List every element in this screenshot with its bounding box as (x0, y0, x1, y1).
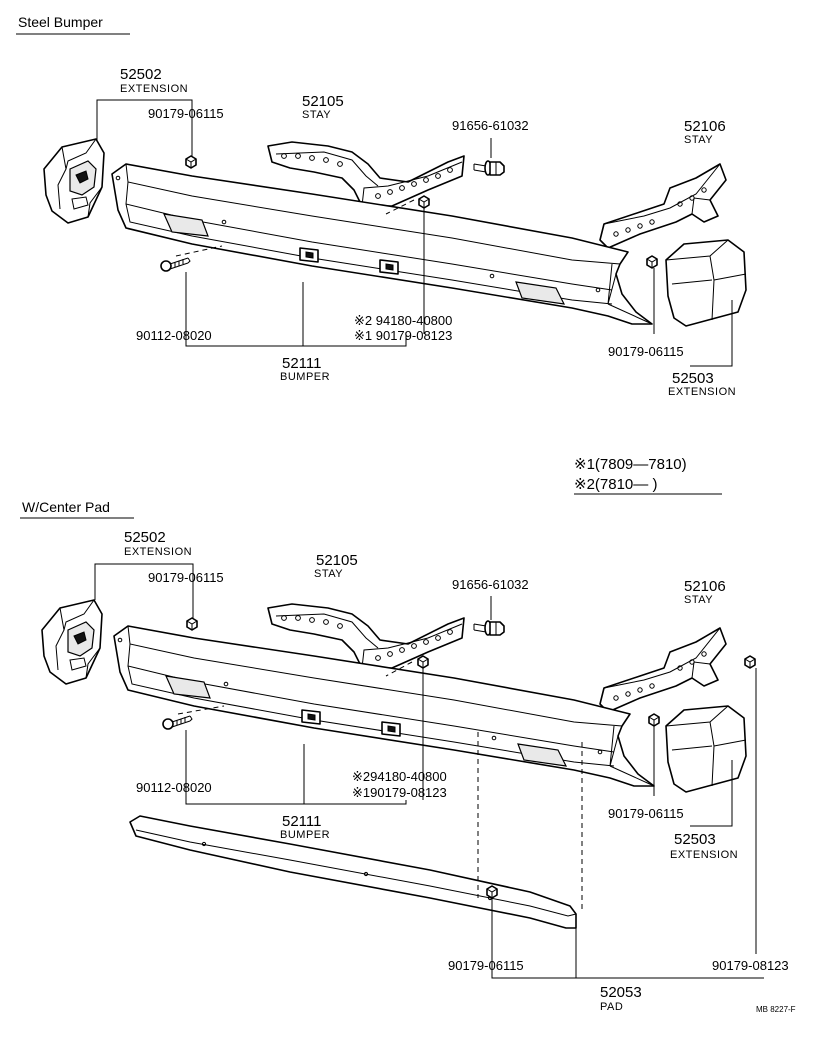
section-steel-bumper: Steel Bumper 52502 EXTENSION 90179-06115… (16, 14, 747, 398)
label-52503: 52503 (674, 831, 716, 848)
label-52502: 52502 (120, 66, 162, 83)
stay-right (599, 163, 727, 249)
label-90179-06115: 90179-06115 (608, 344, 684, 359)
label-94180-40800: ※2 94180-40800 (354, 313, 452, 328)
nut (417, 655, 429, 669)
label-90179-06115: 90179-06115 (148, 106, 224, 121)
nut (486, 885, 498, 899)
screw (162, 715, 193, 730)
extension-right (665, 239, 747, 327)
label-stay: STAY (684, 134, 713, 146)
label-52106: 52106 (684, 118, 726, 135)
label-stay: STAY (684, 594, 713, 606)
label-52105: 52105 (302, 93, 344, 110)
section-center-pad: W/Center Pad 52502 EXTENSION 90179- (20, 499, 789, 1013)
section-title: Steel Bumper (18, 14, 103, 30)
label-91656-61032: 91656-61032 (452, 577, 529, 592)
bolt (473, 620, 505, 636)
bolt (473, 160, 505, 176)
diagram-code: MB 8227-F (756, 1005, 796, 1014)
label-94180-40800: ※294180-40800 (352, 769, 447, 784)
note-1: ※1(7809—7810) (574, 456, 687, 473)
extension-left (41, 599, 103, 685)
label-52105: 52105 (316, 552, 358, 569)
label-52503: 52503 (672, 370, 714, 387)
section-title: W/Center Pad (22, 499, 110, 515)
label-52111: 52111 (282, 355, 322, 372)
label-91656-61032: 91656-61032 (452, 118, 529, 133)
stay-right (599, 627, 727, 713)
label-52106: 52106 (684, 578, 726, 595)
note-2: ※2(7810— ) (574, 476, 657, 493)
nut (648, 713, 660, 727)
label-90179-08123: ※1 90179-08123 (354, 328, 452, 343)
label-bumper: BUMPER (280, 829, 330, 841)
nut (185, 155, 197, 169)
label-90179-06115: 90179-06115 (608, 806, 684, 821)
label-90179-08123: ※190179-08123 (352, 785, 447, 800)
label-90179-06115: 90179-06115 (148, 570, 224, 585)
label-90112-08020: 90112-08020 (136, 328, 212, 343)
label-90179-06115: 90179-06115 (448, 958, 524, 973)
nut (418, 195, 430, 209)
screw (160, 257, 191, 272)
extension-left (43, 138, 105, 224)
label-52111: 52111 (282, 813, 322, 830)
nut (646, 255, 658, 269)
label-pad: PAD (600, 1001, 623, 1013)
label-stay: STAY (302, 109, 331, 121)
notes: ※1(7809—7810) ※2(7810— ) (574, 456, 722, 495)
label-extension: EXTENSION (670, 849, 738, 861)
label-52502: 52502 (124, 529, 166, 546)
label-extension: EXTENSION (124, 546, 192, 558)
label-bumper: BUMPER (280, 371, 330, 383)
extension-right (665, 705, 747, 793)
nut (186, 617, 198, 631)
label-extension: EXTENSION (120, 83, 188, 95)
label-90179-08123: 90179-08123 (712, 958, 789, 973)
label-stay: STAY (314, 568, 343, 580)
label-52053: 52053 (600, 984, 642, 1001)
label-extension: EXTENSION (668, 386, 736, 398)
nut (744, 655, 756, 669)
label-90112-08020: 90112-08020 (136, 780, 212, 795)
center-pad (129, 815, 577, 929)
